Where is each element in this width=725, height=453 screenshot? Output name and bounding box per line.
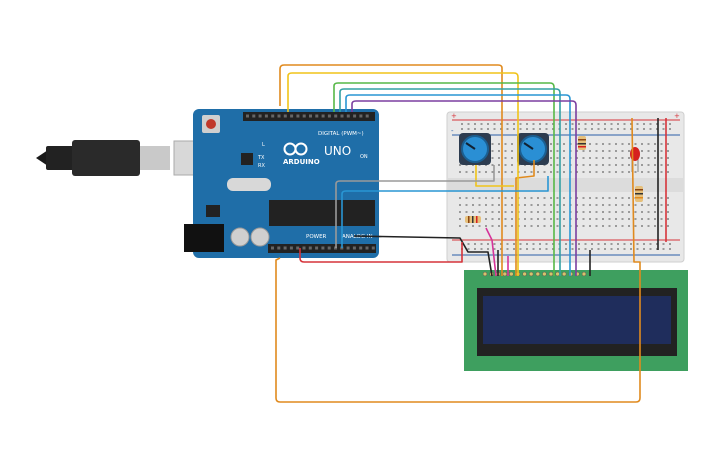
- wire-teal: [339, 88, 561, 276]
- reset-button[interactable]: [206, 119, 216, 129]
- wire-pink: [485, 227, 497, 277]
- rail-plus-label: +: [451, 112, 457, 120]
- wire-red-5v: [299, 242, 463, 263]
- wire-blue-lower: [341, 176, 549, 248]
- wire-gray: [335, 165, 495, 248]
- l-led-label: L: [262, 142, 265, 148]
- power-jack: [184, 224, 224, 252]
- model-label: UNO: [324, 144, 351, 158]
- rail-plus-label-right: +: [674, 112, 680, 120]
- on-label: ON: [360, 154, 368, 160]
- resistor-led: [635, 186, 643, 202]
- wire-orange-bottom: [275, 117, 641, 403]
- usb-connector: [140, 146, 170, 170]
- wire-yellow-pot: [475, 165, 514, 187]
- wire-orange-long: [279, 64, 503, 276]
- brand-label: ARDUINO: [283, 158, 320, 166]
- usb-cable-body: [72, 140, 140, 176]
- breadboard-holes: [459, 123, 671, 250]
- wire-green: [333, 82, 555, 276]
- power-label: POWER: [306, 234, 327, 240]
- arduino-uno: DIGITAL (PWM~) POWER ANALOG IN ON L TX R…: [36, 109, 379, 258]
- rx-label: RX: [258, 163, 265, 169]
- digital-pwm-label: DIGITAL (PWM~): [318, 131, 364, 137]
- wire-yellow: [287, 72, 519, 276]
- lcd-screen: [483, 296, 671, 344]
- wire-purple: [351, 100, 577, 276]
- resistor-top: [578, 136, 586, 150]
- wire-black-gnd: [353, 235, 493, 277]
- analog-in-label: ANALOG IN: [342, 234, 373, 240]
- resistor-bottom: [465, 216, 481, 223]
- wires: [275, 64, 667, 403]
- arduino-logo-icon: [283, 142, 308, 156]
- potentiometer-1[interactable]: [459, 133, 491, 165]
- breadboard: + - +: [446, 111, 685, 263]
- rail-minus-label: -: [451, 127, 454, 135]
- wire-orange-pot: [515, 160, 535, 276]
- atmega-chip: [269, 200, 375, 226]
- tx-label: TX: [257, 155, 265, 161]
- crystal: [227, 178, 271, 191]
- potentiometer-2[interactable]: [517, 133, 549, 165]
- wire-blue: [345, 94, 571, 276]
- lcd-16x2: [464, 270, 688, 371]
- usb-plug: [46, 146, 74, 170]
